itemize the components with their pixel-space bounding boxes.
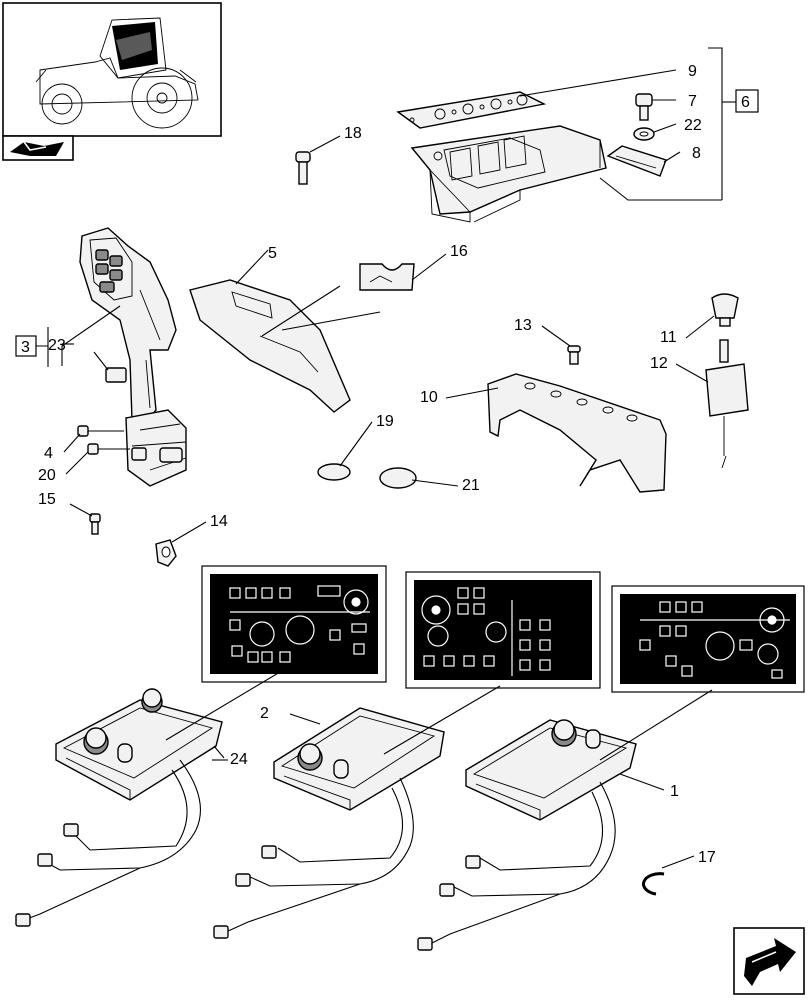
control-box-24: 24 bbox=[15, 671, 281, 927]
bracket-10: 10 bbox=[420, 373, 667, 493]
tractor-thumbnail[interactable] bbox=[2, 2, 222, 161]
callout-8: 8 bbox=[692, 145, 701, 162]
label-plate-9 bbox=[396, 91, 547, 129]
bolt-18: 18 bbox=[295, 125, 362, 185]
callout-20: 20 bbox=[38, 467, 56, 484]
pin-13: 13 bbox=[514, 317, 581, 365]
knob-11: 11 bbox=[660, 293, 739, 346]
joystick-assembly: 3 23 4 20 15 bbox=[15, 227, 187, 535]
next-page-button[interactable] bbox=[733, 927, 805, 995]
callout-2: 2 bbox=[260, 705, 269, 722]
clip-14: 14 bbox=[155, 513, 228, 567]
plug-19: 19 bbox=[317, 413, 394, 481]
callout-7: 7 bbox=[688, 93, 697, 110]
callout-13: 13 bbox=[514, 317, 532, 334]
control-box-1: 1 bbox=[417, 689, 713, 951]
callout-10: 10 bbox=[420, 389, 438, 406]
panel-label-a bbox=[201, 565, 387, 683]
callout-3: 3 bbox=[21, 339, 30, 356]
next-page-arrow-icon bbox=[744, 938, 796, 986]
panel-label-b bbox=[405, 571, 601, 689]
callout-23: 23 bbox=[48, 337, 66, 354]
tractor-cab-highlight-icon bbox=[35, 17, 199, 129]
callout-6: 6 bbox=[741, 94, 750, 111]
callout-24: 24 bbox=[230, 751, 248, 768]
switch-12: 12 bbox=[650, 339, 749, 469]
callout-22: 22 bbox=[684, 117, 702, 134]
callout-16: 16 bbox=[450, 243, 468, 260]
callout-14: 14 bbox=[210, 513, 228, 530]
book-arrow-icon bbox=[10, 141, 64, 156]
callout-1: 1 bbox=[670, 783, 679, 800]
label-16: 16 bbox=[359, 243, 468, 291]
callout-17: 17 bbox=[698, 849, 716, 866]
callout-5: 5 bbox=[268, 245, 277, 262]
control-box-2: 2 bbox=[213, 685, 501, 939]
callout-11: 11 bbox=[660, 329, 677, 346]
callout-19: 19 bbox=[376, 413, 394, 430]
washer-22 bbox=[633, 127, 655, 141]
callout-18: 18 bbox=[344, 125, 362, 142]
cap-21: 21 bbox=[379, 467, 480, 494]
callout-15: 15 bbox=[38, 491, 56, 508]
console-group: 6 9 7 22 8 bbox=[396, 47, 759, 223]
snap-ring-17: 17 bbox=[642, 849, 716, 896]
callout-4: 4 bbox=[44, 445, 53, 462]
callout-12: 12 bbox=[650, 355, 668, 372]
armrest-cover-5: 5 bbox=[189, 245, 381, 413]
cover-8 bbox=[606, 145, 667, 177]
callout-21: 21 bbox=[462, 477, 480, 494]
bolt-7 bbox=[635, 93, 653, 121]
console-housing bbox=[410, 125, 607, 223]
panel-label-c bbox=[611, 585, 805, 693]
callout-9: 9 bbox=[688, 63, 697, 80]
